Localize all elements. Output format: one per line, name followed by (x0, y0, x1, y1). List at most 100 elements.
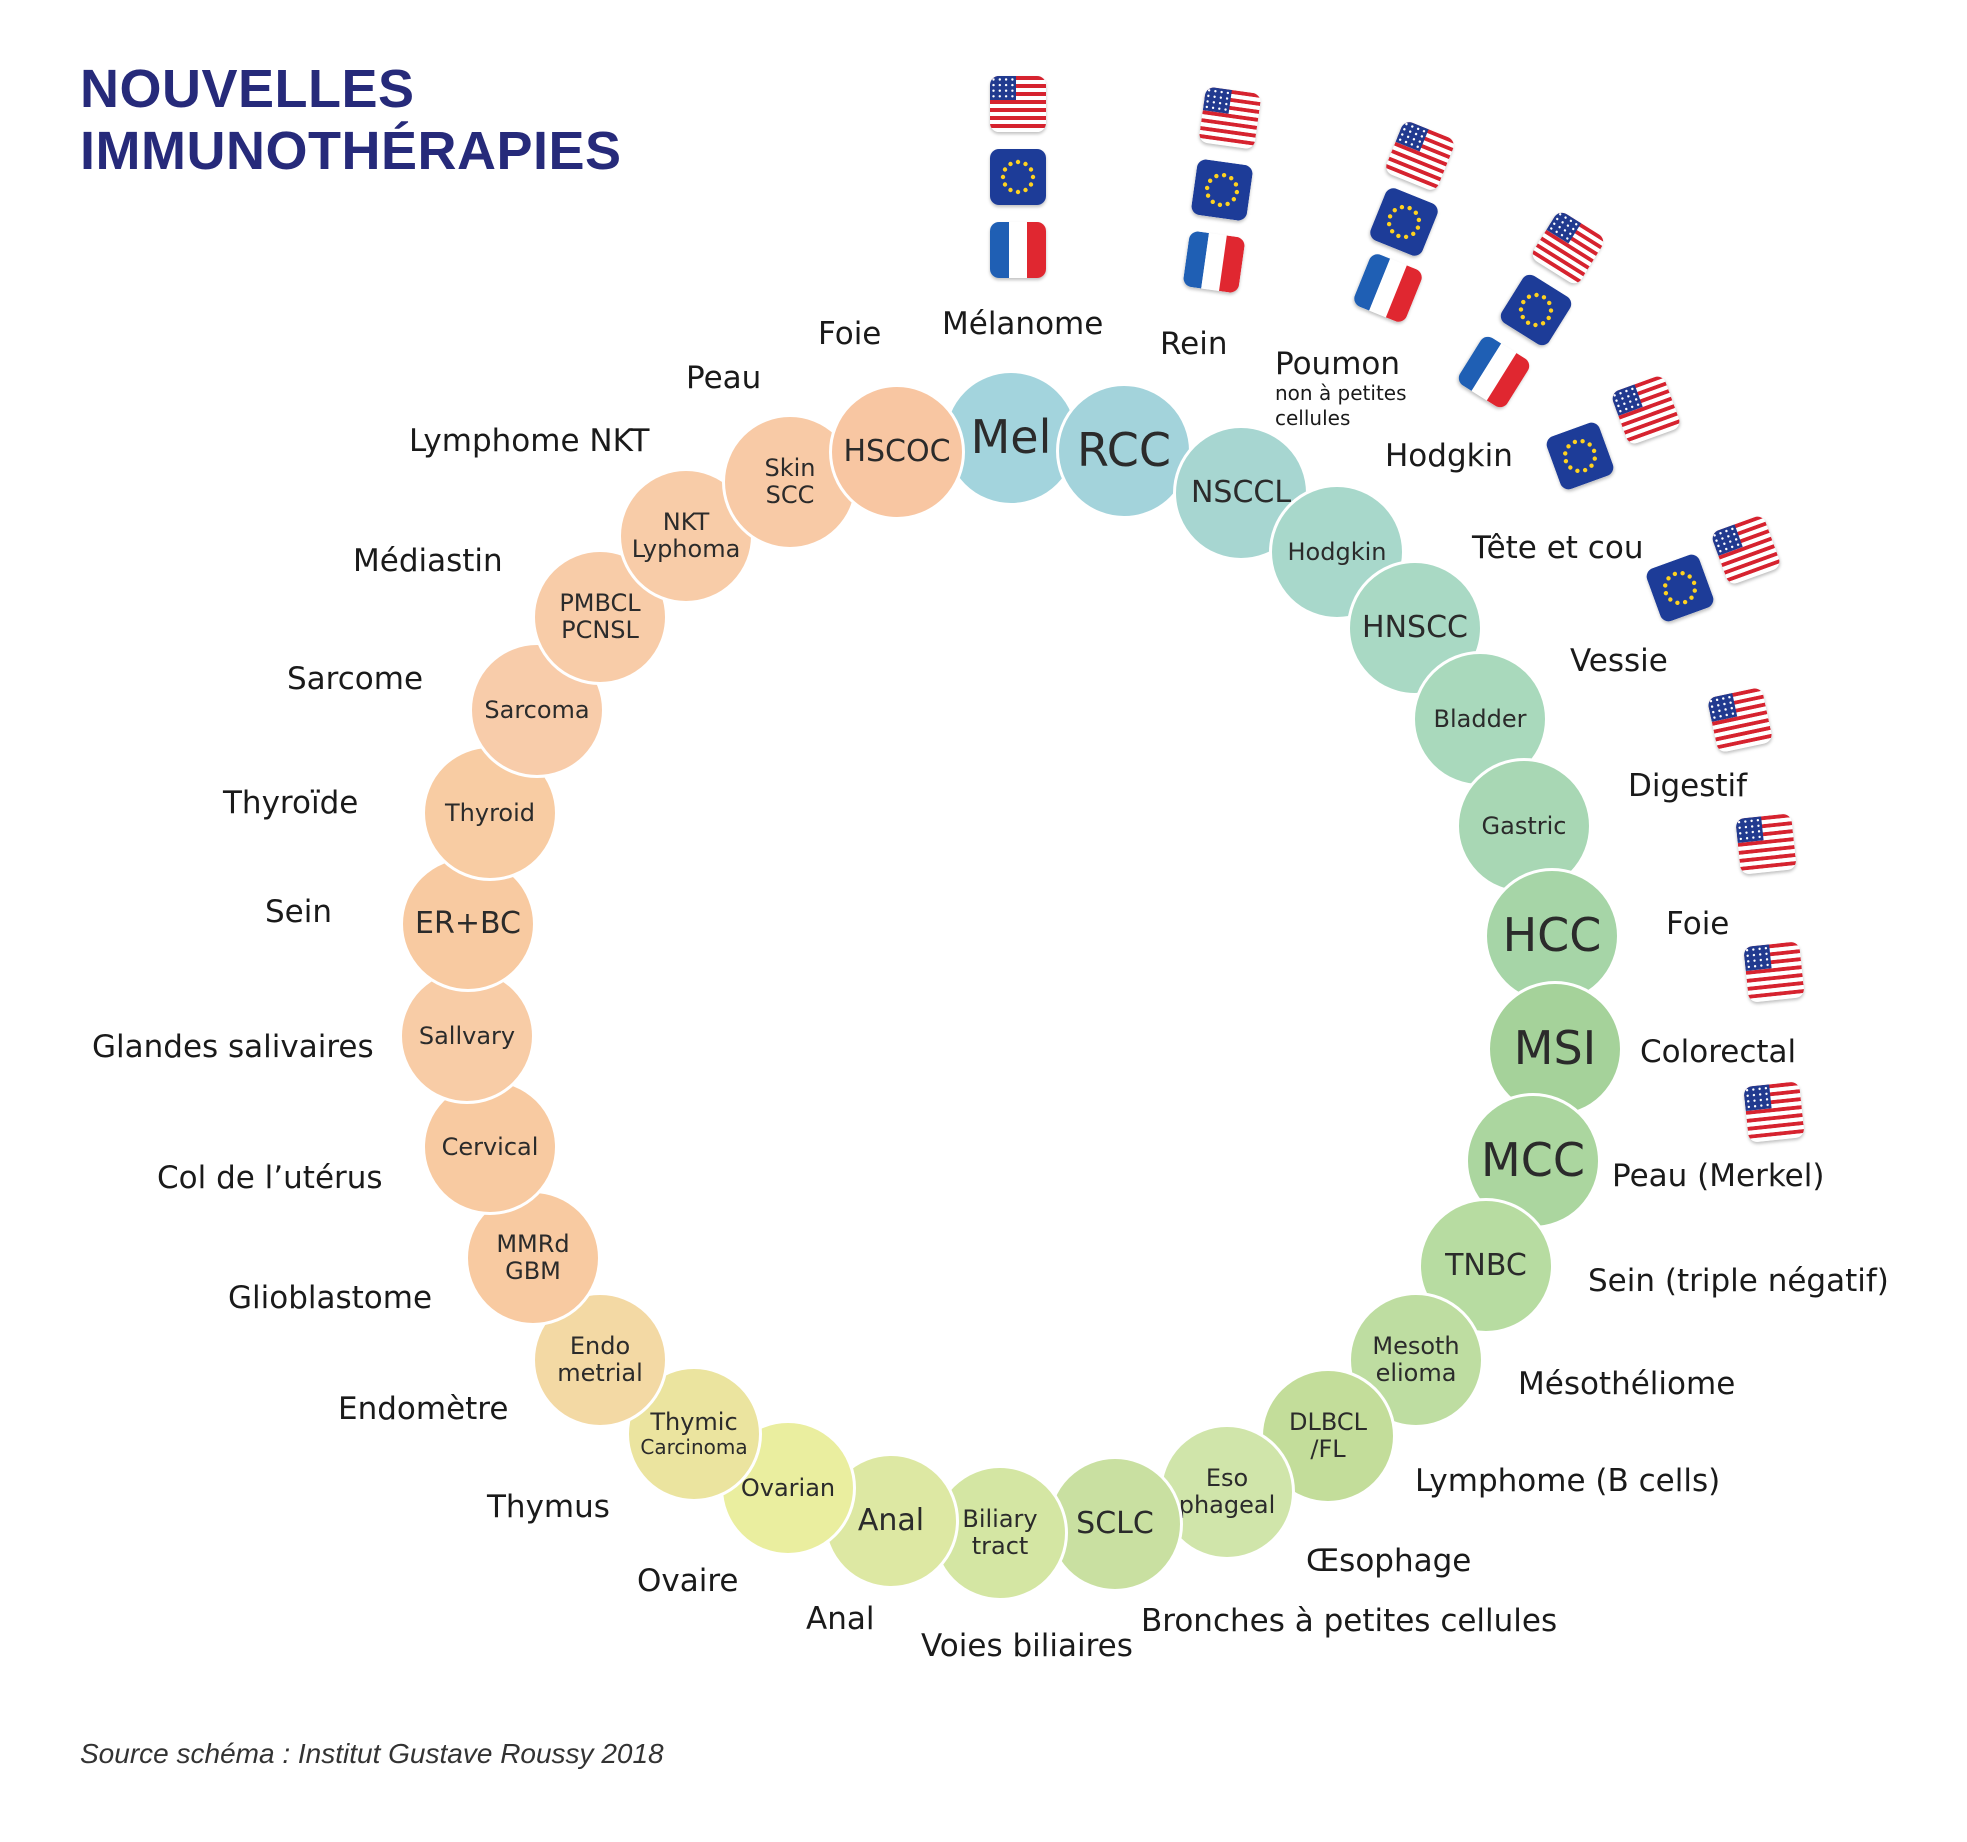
us-flag-icon (1610, 374, 1682, 446)
indication-label-text: Glandes salivaires (92, 1029, 374, 1065)
bubble-abbreviation: Sallvary (418, 1021, 516, 1050)
indication-label: Glandes salivaires (92, 1031, 374, 1064)
bubble-abbreviation: RCC (1077, 423, 1171, 478)
indication-label: Peau (686, 362, 761, 395)
indication-label-text: Peau (Merkel) (1612, 1158, 1825, 1194)
bubble-abbreviation: SCLC (1076, 1506, 1154, 1542)
indication-label-text: Thyroïde (223, 785, 359, 821)
indication-label: Colorectal (1640, 1036, 1796, 1069)
source-caption: Source schéma : Institut Gustave Roussy … (80, 1738, 664, 1769)
us-flag-icon (1198, 86, 1262, 150)
indication-label: Anal (806, 1603, 874, 1636)
bubble-abbreviation: HNSCC (1362, 610, 1468, 646)
eu-flag-icon (1367, 185, 1441, 259)
indication-label: Voies biliaires (921, 1630, 1133, 1663)
bubble-abbreviation: phageal (1178, 1491, 1276, 1519)
eu-flag-icon (990, 149, 1046, 205)
indication-label: Thyroïde (223, 787, 358, 820)
bubble-abbreviation: Ovarian (740, 1473, 836, 1502)
indication-label-text: Mésothéliome (1518, 1366, 1736, 1402)
indication-bubble: SCLC (1047, 1456, 1183, 1592)
bubble-abbreviation: Lyphoma (631, 535, 741, 563)
bubble-abbreviation: Bladder (1433, 704, 1527, 733)
us-flag-icon (1743, 941, 1805, 1003)
us-flag-icon (1710, 514, 1782, 586)
france-flag-icon (1182, 230, 1246, 294)
bubble-abbreviation: /FL (1310, 1435, 1346, 1463)
indication-label: Thymus (487, 1491, 610, 1524)
title-line-1: NOUVELLES (80, 59, 415, 119)
indication-label: Vessie (1570, 645, 1668, 678)
eu-flag-icon (1497, 271, 1575, 349)
title-line-2: IMMUNOTHÉRAPIES (80, 121, 622, 181)
indication-label-text: Poumon (1275, 346, 1401, 382)
us-flag-icon (1743, 1081, 1805, 1143)
bubble-abbreviation: MMRd (496, 1230, 570, 1259)
indication-label: Sarcome (287, 663, 423, 696)
page-title: NOUVELLES IMMUNOTHÉRAPIES (80, 58, 622, 182)
indication-label-sub: cellules (1275, 405, 1351, 430)
bubble-abbreviation: PCNSL (561, 616, 639, 644)
bubble-abbreviation: Thyroid (445, 798, 535, 827)
bubble-abbreviation: MCC (1481, 1133, 1585, 1188)
indication-label-text: Thymus (487, 1489, 610, 1525)
bubble-abbreviation: elioma (1375, 1359, 1457, 1387)
indication-label-text: Mélanome (942, 306, 1104, 342)
indication-label: Lymphome (B cells) (1415, 1465, 1720, 1498)
bubble-abbreviation: Biliary (962, 1505, 1038, 1534)
bubble-abbreviation: ER+BC (415, 906, 521, 942)
us-flag-icon (1529, 209, 1607, 287)
bubble-abbreviation: Cervical (441, 1132, 539, 1161)
indication-label: Foie (818, 318, 881, 351)
bubble-abbreviation: tract (971, 1532, 1029, 1560)
bubble-abbreviation: Mel (970, 410, 1052, 465)
indication-bubble: HSCOC (829, 384, 965, 520)
eu-flag-icon (1190, 158, 1254, 222)
indication-label: Digestif (1628, 770, 1747, 803)
bubble-abbreviation: Endo (569, 1332, 631, 1361)
us-flag-icon (1735, 813, 1797, 875)
bubble-abbreviation: Thymic (650, 1408, 738, 1437)
bubble-abbreviation: metrial (557, 1359, 643, 1387)
france-flag-icon (1351, 251, 1425, 325)
indication-bubble: ER+BC (400, 856, 536, 992)
bubble-abbreviation: Anal (857, 1503, 925, 1539)
indication-label-text: Col de l’utérus (157, 1160, 383, 1196)
indication-label-text: Tête et cou (1472, 530, 1644, 566)
bubble-abbreviation: SCC (765, 481, 815, 509)
indication-label: Foie (1666, 908, 1729, 941)
indication-label-text: Ovaire (637, 1563, 739, 1599)
bubble-abbreviation: HSCOC (843, 434, 951, 470)
indication-label: Peau (Merkel) (1612, 1160, 1824, 1193)
indication-label: Tête et cou (1472, 532, 1643, 565)
bubble-abbreviation: NKT (662, 508, 710, 537)
indication-label-text: Œsophage (1306, 1543, 1472, 1579)
indication-label: Médiastin (353, 545, 503, 578)
indication-label: Col de l’utérus (157, 1162, 383, 1195)
bubble-abbreviation: Carcinoma (640, 1435, 748, 1460)
indication-label: Ovaire (637, 1565, 739, 1598)
indication-bubble: MSI (1487, 981, 1623, 1117)
indication-label: Sein (265, 896, 332, 929)
indication-label: Mélanome (942, 308, 1103, 341)
indication-label-text: Foie (1666, 906, 1730, 942)
indication-label-text: Lymphome (B cells) (1415, 1463, 1721, 1499)
bubble-abbreviation: Sarcoma (484, 695, 590, 724)
indication-label-text: Digestif (1628, 768, 1748, 804)
bubble-abbreviation: PMBCL (559, 589, 641, 618)
indication-label-text: Vessie (1570, 643, 1668, 679)
indication-label: Rein (1160, 328, 1227, 361)
indication-label-text: Colorectal (1640, 1034, 1797, 1070)
indication-label-text: Médiastin (353, 543, 503, 579)
indication-label: Glioblastome (228, 1282, 432, 1315)
indication-label-text: Hodgkin (1385, 438, 1513, 474)
indication-label-text: Sein (265, 894, 333, 930)
indication-label: Mésothéliome (1518, 1368, 1735, 1401)
indication-label-text: Glioblastome (228, 1280, 433, 1316)
indication-bubble: RCC (1056, 383, 1192, 519)
bubble-abbreviation: Eso (1205, 1464, 1249, 1493)
bubble-abbreviation: Hodgkin (1287, 537, 1387, 566)
